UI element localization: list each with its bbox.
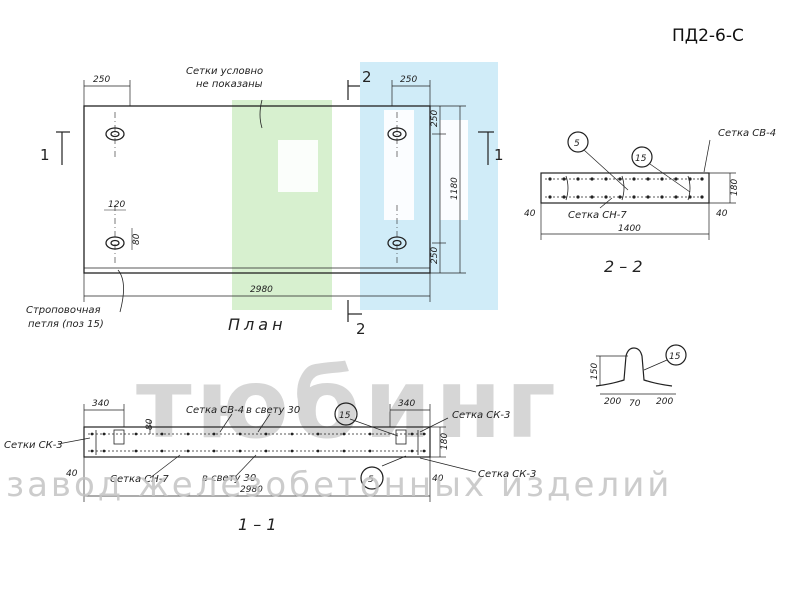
watermark-brand: тюбинг bbox=[136, 348, 560, 460]
logo-white-cut-2 bbox=[384, 110, 414, 220]
section-11-dim-40-left: 40 bbox=[66, 469, 78, 479]
plan-cut-1-right-label: 1 bbox=[494, 146, 504, 164]
plan-dim-right-1: 250 bbox=[430, 110, 440, 127]
plan-cut-2-bottom-label: 2 bbox=[356, 320, 366, 338]
section-22-mesh-top: Сетка СВ-4 bbox=[718, 128, 776, 139]
loop-dim-mid: 70 bbox=[629, 399, 641, 409]
plan-dim-hole-h: 80 bbox=[132, 233, 142, 245]
section-11-dim-80: 80 bbox=[145, 418, 155, 430]
plan-hole-top-left bbox=[105, 127, 125, 141]
plan-hole-top-right bbox=[387, 127, 407, 141]
section-11-mark-15: 15 bbox=[339, 411, 351, 421]
section-22-mesh-bottom: Сетка СН-7 bbox=[568, 210, 627, 221]
section-11-dim-left: 340 bbox=[92, 399, 109, 409]
section-11-mesh-top: Сетка СВ-4 bbox=[186, 405, 244, 416]
section-11-outline bbox=[83, 426, 431, 458]
plan-dim-right-2: 1180 bbox=[450, 177, 460, 200]
plan-labels: 250 250 2980 250 1180 250 120 80 Сетки у… bbox=[26, 66, 504, 338]
plan-hole-bottom-left bbox=[105, 236, 125, 250]
plan-dim-length: 2980 bbox=[250, 285, 273, 295]
section-1-1-rebars bbox=[90, 432, 426, 453]
logo-green-block bbox=[232, 100, 332, 310]
section-22-dim-left: 40 bbox=[524, 209, 536, 219]
section-11-dim-height: 180 bbox=[440, 433, 450, 450]
plan-caption: План bbox=[228, 315, 287, 334]
section-11-loop-right bbox=[395, 429, 407, 445]
section-11-clear-top: в свету 30 bbox=[246, 405, 300, 416]
loop-dim-right: 200 bbox=[656, 397, 673, 407]
section-22-dim-height: 180 bbox=[730, 179, 740, 196]
section-22-dim-right: 40 bbox=[716, 209, 728, 219]
loop-mark: 15 bbox=[669, 352, 681, 362]
loop-dim-height: 150 bbox=[590, 363, 600, 380]
section-11-mark-5-circle bbox=[360, 466, 384, 490]
plan-note-line1: Сетки условно bbox=[186, 66, 263, 77]
drawing-title: ПД2-6-С bbox=[672, 26, 744, 46]
section-11-dim-length: 2980 bbox=[240, 485, 263, 495]
section-11-mark-5: 5 bbox=[368, 475, 374, 485]
plan-view bbox=[56, 80, 494, 322]
watermark-subtitle: завод железобетонных изделий bbox=[6, 465, 672, 505]
plan-hole-bottom-right bbox=[387, 236, 407, 250]
section-11-mesh-right-top: Сетка СК-3 bbox=[452, 410, 510, 421]
plan-loop-label-line2: петля (поз 15) bbox=[28, 319, 104, 330]
section-11-mesh-right-bottom: Сетка СК-3 bbox=[478, 469, 536, 480]
section-22-caption: 2 – 2 bbox=[604, 257, 643, 276]
plan-loop-label-line1: Строповочная bbox=[26, 305, 101, 316]
logo-white-cut-1 bbox=[278, 140, 318, 192]
loop-mark-circle bbox=[665, 344, 687, 366]
logo-blue-block bbox=[360, 62, 498, 310]
section-1-1-labels: 340 340 80 180 40 40 2980 Сетка СВ-4 в с… bbox=[4, 399, 536, 534]
section-11-caption: 1 – 1 bbox=[238, 515, 277, 534]
section-22-dim-width: 1400 bbox=[618, 224, 641, 234]
loop-detail-labels: 15 150 200 70 200 bbox=[590, 352, 681, 409]
section-11-dim-right: 340 bbox=[398, 399, 415, 409]
plan-dim-right-3: 250 bbox=[430, 247, 440, 264]
plan-cut-1-left-label: 1 bbox=[40, 146, 50, 164]
plan-outline bbox=[83, 105, 431, 274]
section-2-2-labels: 5 15 Сетка СВ-4 Сетка СН-7 1400 180 40 4… bbox=[524, 128, 776, 276]
section-22-mark-15: 15 bbox=[635, 154, 647, 164]
section-11-clear-bottom: в свету 30 bbox=[202, 473, 256, 484]
section-2-2 bbox=[540, 131, 736, 240]
section-11-mesh-bottom: Сетка СН-7 bbox=[110, 474, 169, 485]
section-11-mark-15-circle bbox=[334, 402, 358, 426]
section-22-outline bbox=[540, 172, 710, 204]
section-22-mark-5-circle bbox=[567, 131, 589, 153]
section-22-mark-5: 5 bbox=[574, 139, 580, 149]
plan-dim-right-top: 250 bbox=[400, 75, 417, 85]
loop-dim-left: 200 bbox=[604, 397, 621, 407]
plan-note-line2: не показаны bbox=[196, 79, 263, 90]
section-22-mark-15-circle bbox=[631, 146, 653, 168]
section-2-2-rebars bbox=[548, 177, 704, 199]
section-11-mesh-left: Сетки СК-3 bbox=[4, 440, 63, 451]
plan-cut-2-top-label: 2 bbox=[362, 68, 372, 86]
section-11-dim-40-right: 40 bbox=[432, 474, 444, 484]
watermark-logo bbox=[232, 62, 498, 310]
section-11-loop-left bbox=[113, 429, 125, 445]
plan-dim-left-top: 250 bbox=[93, 75, 110, 85]
loop-shape bbox=[595, 347, 673, 387]
plan-dim-hole-w: 120 bbox=[108, 200, 125, 210]
logo-white-cut-3 bbox=[440, 120, 468, 220]
loop-detail bbox=[595, 344, 687, 395]
